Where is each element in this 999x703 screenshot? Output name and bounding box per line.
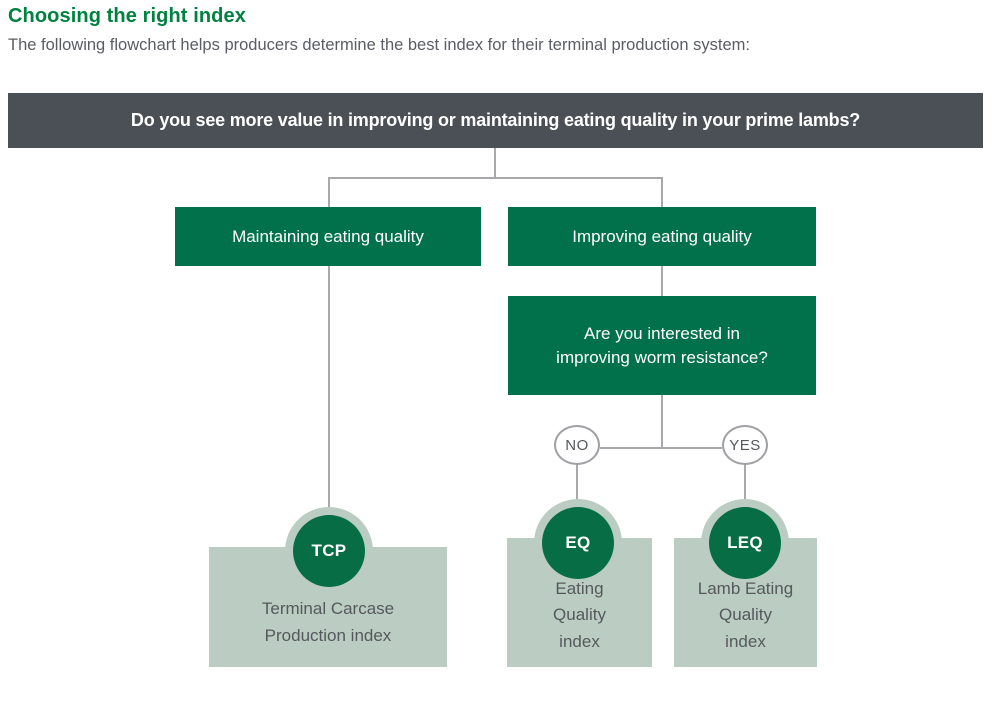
connector-root-vertical [494,148,496,178]
connector-improving-drop [661,179,663,207]
tcp-code: TCP [311,541,347,560]
connector-improving-to-subquestion [661,266,663,296]
decision-yes-label: YES [729,436,761,454]
outcome-tcp-name: Terminal Carcase Production index [261,599,395,645]
root-question-bar: Do you see more value in improving or ma… [8,93,983,148]
decision-no-label: NO [565,436,589,454]
node-maintaining-label: Maintaining eating quality [232,226,424,246]
connector-branch-horizontal [328,177,663,179]
outcome-eq-name: Eating Quality index [553,578,606,651]
tcp-circle: TCP [293,515,365,587]
leq-code: LEQ [727,533,763,552]
connector-split-horizontal [600,447,722,449]
outcome-leq-name: Lamb Eating Quality index [697,578,794,651]
connector-maintaining-to-tcp [328,266,330,509]
decision-yes-circle: YES [722,425,768,465]
node-improving-quality: Improving eating quality [508,207,816,266]
eq-circle: EQ [542,507,614,579]
connector-subquestion-to-split [661,395,663,449]
decision-no-circle: NO [554,425,600,465]
intro-text: The following flowchart helps producers … [8,36,750,54]
connector-maintaining-drop [328,179,330,207]
leq-circle: LEQ [709,507,781,579]
node-maintaining-quality: Maintaining eating quality [175,207,481,266]
connector-yes-to-leq [744,464,746,502]
page-title: Choosing the right index [8,5,246,27]
root-question-text: Do you see more value in improving or ma… [130,110,861,130]
outcome-leq-box: Lamb Eating Quality index [674,538,817,667]
node-improving-label: Improving eating quality [572,226,752,246]
node-worm-resistance-question: Are you interested in improving worm res… [508,296,816,395]
connector-no-to-eq [576,464,578,502]
eq-code: EQ [565,533,591,552]
worm-question-text: Are you interested in improving worm res… [556,323,768,367]
